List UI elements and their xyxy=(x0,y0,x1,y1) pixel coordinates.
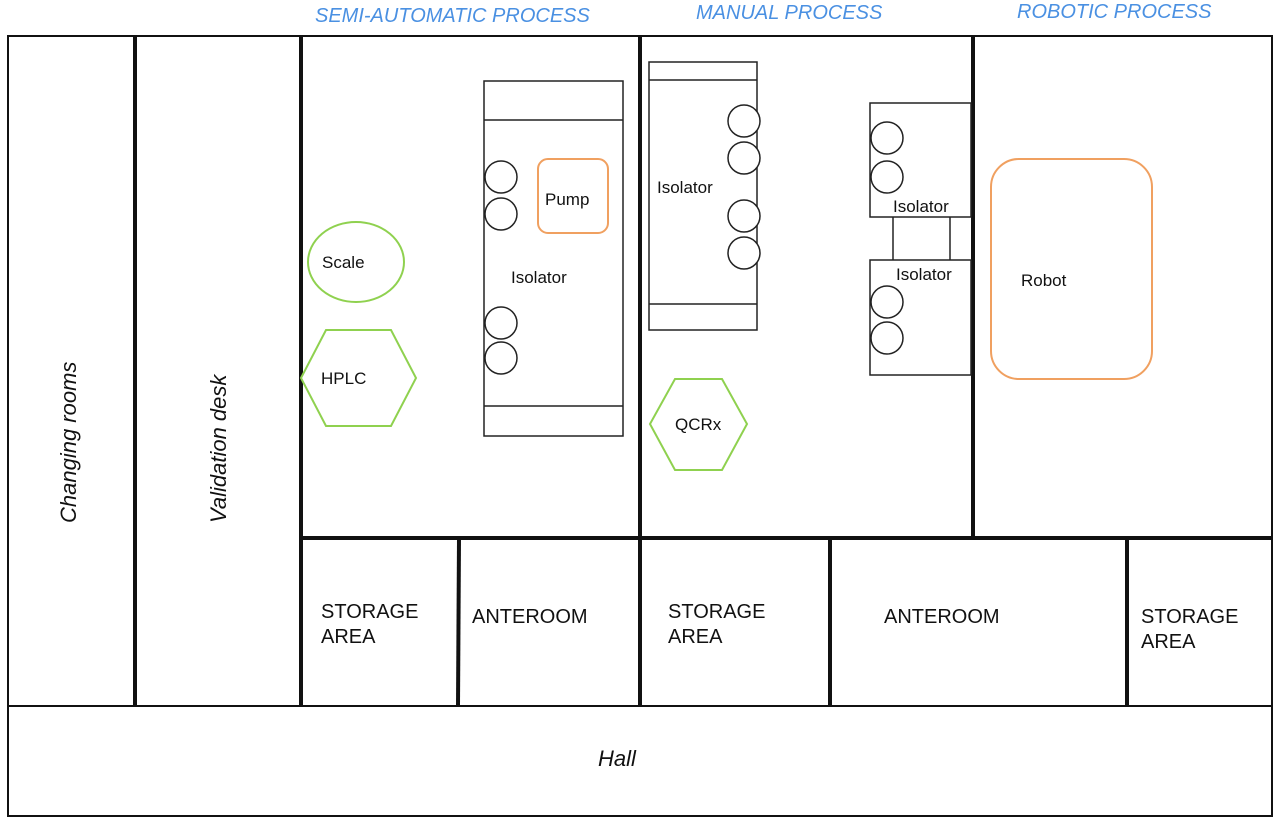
glove-port-icon xyxy=(870,160,904,194)
glove-port-icon xyxy=(727,141,761,175)
wall-storage1-anteroom1 xyxy=(456,537,461,707)
isolator-semi xyxy=(483,80,624,437)
glove-port-icon xyxy=(484,341,518,375)
glove-port-icon xyxy=(870,121,904,155)
glove-port-icon xyxy=(870,321,904,355)
robot-equipment xyxy=(990,158,1153,380)
glove-port-icon xyxy=(484,197,518,231)
isolator-manual-top-label: Isolator xyxy=(893,197,949,216)
isolator-manual-label: Isolator xyxy=(657,178,713,197)
glove-port-icon xyxy=(727,236,761,270)
isolator-manual-bottom xyxy=(869,259,972,376)
pump-label: Pump xyxy=(545,190,589,209)
storage-area-3-label-line2: AREA xyxy=(1141,631,1196,653)
hplc-equipment xyxy=(299,329,418,427)
anteroom-2-label: ANTEROOM xyxy=(884,606,1000,628)
scale-label: Scale xyxy=(322,253,365,272)
scale-equipment xyxy=(307,221,405,303)
isolator-manual-bottom-label: Isolator xyxy=(896,265,952,284)
changing-rooms-label: Changing rooms xyxy=(56,362,81,523)
glove-port-icon xyxy=(870,285,904,319)
storage-area-3-label-line1: STORAGE xyxy=(1141,606,1238,628)
qcrx-equipment xyxy=(648,378,749,471)
isolator-semi-label: Isolator xyxy=(511,268,567,287)
glove-port-icon xyxy=(727,104,761,138)
anteroom-1-label: ANTEROOM xyxy=(472,606,588,628)
storage-area-2-label-line1: STORAGE xyxy=(668,601,765,623)
semi-automatic-process-label: SEMI-AUTOMATIC PROCESS xyxy=(315,5,591,27)
glove-port-icon xyxy=(484,160,518,194)
storage-area-2-label-line2: AREA xyxy=(668,626,723,648)
qcrx-label: QCRx xyxy=(675,415,722,434)
hplc-label: HPLC xyxy=(321,369,366,388)
pump-equipment xyxy=(537,158,609,234)
storage-area-1-label-line1: STORAGE xyxy=(321,601,418,623)
robot-label: Robot xyxy=(1021,271,1067,290)
glove-port-icon xyxy=(727,199,761,233)
glove-port-icon xyxy=(484,306,518,340)
storage-area-1-label-line2: AREA xyxy=(321,626,376,648)
robotic-process-label: ROBOTIC PROCESS xyxy=(1017,1,1212,23)
manual-process-label: MANUAL PROCESS xyxy=(696,2,883,24)
hall-label: Hall xyxy=(598,746,637,771)
validation-desk-label: Validation desk xyxy=(206,374,231,523)
